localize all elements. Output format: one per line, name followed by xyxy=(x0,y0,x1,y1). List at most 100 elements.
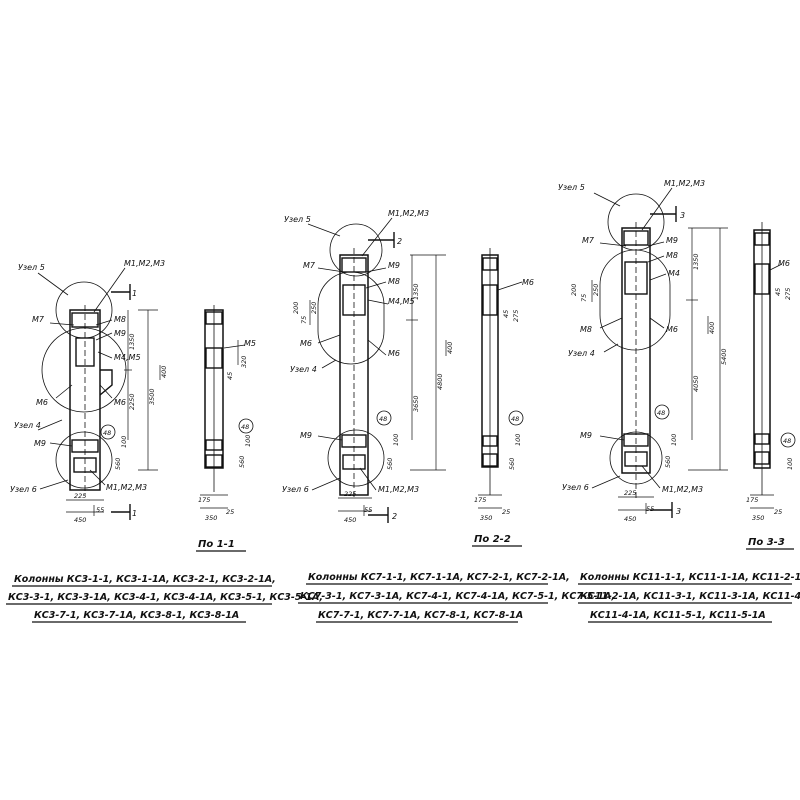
section-1-callout-48: 48 xyxy=(241,423,249,431)
label-m45: М4,М5 xyxy=(114,353,141,362)
node-6-circle xyxy=(55,431,113,489)
dim-250: 250 xyxy=(310,302,318,314)
section-3-dim-350: 350 xyxy=(752,514,764,522)
dim-55: 55 xyxy=(646,505,654,513)
dim-560: 560 xyxy=(664,456,672,468)
caption-3-line-2: КС11-2-1А, КС11-3-1, КС11-3-1А, КС11-4-1… xyxy=(580,591,800,602)
dim-225: 225 xyxy=(74,492,86,500)
section-1-title: По 1-1 xyxy=(198,539,235,550)
node-6-circle xyxy=(327,429,385,487)
section-1-label-m5: М5 xyxy=(244,339,256,348)
caption-2-line-2: КС7-3-1, КС7-3-1А, КС7-4-1, КС7-4-1А, КС… xyxy=(300,591,615,602)
dim-450: 450 xyxy=(624,515,636,523)
label-m6a: М6 xyxy=(300,339,312,348)
label-m7: М7 xyxy=(582,236,595,245)
dim-225: 225 xyxy=(624,489,636,497)
label-m9-bot: М9 xyxy=(34,439,46,448)
caption-group-3: Колонны КС11-1-1, КС11-1-1А, КС11-2-1, К… xyxy=(578,572,800,623)
label-m9-top: М9 xyxy=(666,236,678,245)
section-view-1-1: 48 М5 320 45 560 100 175 350 25 По 1-1 xyxy=(196,305,256,552)
section-1-dim-350: 350 xyxy=(205,514,217,522)
dim-55: 55 xyxy=(96,506,104,514)
top-embedded-plate xyxy=(71,312,99,328)
label-m123-top: М1,М2,М3 xyxy=(124,259,165,268)
caption-2-line-3: КС7-7-1, КС7-7-1А, КС7-8-1, КС7-8-1А xyxy=(318,610,523,621)
label-m6b: М6 xyxy=(114,398,126,407)
section-1-dim-320: 320 xyxy=(240,356,248,368)
label-node-4: Узел 4 xyxy=(568,349,595,358)
bracket-outline xyxy=(99,369,113,396)
dim-400: 400 xyxy=(160,366,168,378)
label-node-5: Узел 5 xyxy=(18,263,45,272)
callout-48: 48 xyxy=(376,410,392,426)
section-1-dim-100: 100 xyxy=(244,435,252,447)
label-m45: М4,М5 xyxy=(388,297,415,306)
dim-450: 450 xyxy=(74,516,86,524)
section-view-2-2: 48 М6 45 275 560 100 175 350 25 По 2-2 xyxy=(472,248,534,547)
label-m8b: М8 xyxy=(580,325,592,334)
label-sec-top: 3 xyxy=(680,211,685,220)
section-2-callout-48: 48 xyxy=(511,415,519,423)
dim-225: 225 xyxy=(344,490,356,498)
caption-2-line-1: Колонны КС7-1-1, КС7-1-1А, КС7-2-1, КС7-… xyxy=(308,572,570,583)
caption-1-line-3: КС3-7-1, КС3-7-1А, КС3-8-1, КС3-8-1А xyxy=(34,610,239,621)
label-m8: М8 xyxy=(388,277,400,286)
dim-100: 100 xyxy=(670,434,678,446)
dim-400: 400 xyxy=(446,342,454,354)
dim-4050: 4050 xyxy=(692,375,700,392)
label-sec-top: 2 xyxy=(397,237,402,246)
section-2-title: По 2-2 xyxy=(474,534,511,545)
dim-55: 55 xyxy=(364,506,372,514)
label-node-4: Узел 4 xyxy=(290,365,317,374)
section-1-dim-560: 560 xyxy=(238,456,246,468)
section-2-dim-100: 100 xyxy=(514,434,522,446)
label-m7: М7 xyxy=(32,315,45,324)
section-3-dim-25: 25 xyxy=(774,508,782,516)
caption-1-line-1: Колонны КС3-1-1, КС3-1-1А, КС3-2-1, КС3-… xyxy=(14,574,276,585)
label-m7: М7 xyxy=(303,261,316,270)
label-node-6: Узел 6 xyxy=(282,485,309,494)
section-2-dim-350: 350 xyxy=(480,514,492,522)
dim-200: 200 xyxy=(570,284,578,296)
label-m123-bot: М1,М2,М3 xyxy=(662,485,703,494)
callout-48: 48 xyxy=(654,404,670,420)
caption-group-2: Колонны КС7-1-1, КС7-1-1А, КС7-2-1, КС7-… xyxy=(298,572,615,623)
label-m6: М6 xyxy=(666,325,678,334)
dim-2250: 2250 xyxy=(128,393,136,410)
svg-text:48: 48 xyxy=(103,429,111,437)
section-3-title: По 3-3 xyxy=(748,537,785,548)
section-2-dim-45: 45 xyxy=(502,310,510,318)
svg-text:48: 48 xyxy=(657,409,665,417)
label-node-4: Узел 4 xyxy=(14,421,41,430)
base-plate xyxy=(73,457,97,473)
dim-560: 560 xyxy=(114,458,122,470)
caption-1-line-2: КС3-3-1, КС3-3-1А, КС3-4-1, КС3-4-1А, КС… xyxy=(8,592,323,603)
dim-5400: 5400 xyxy=(720,348,728,365)
dim-250: 250 xyxy=(592,284,600,296)
dim-1350: 1350 xyxy=(128,333,136,350)
node-6-circle xyxy=(609,431,663,485)
node-5-circle xyxy=(55,281,113,339)
label-sec-top: 1 xyxy=(132,289,137,298)
section-2-dim-175: 175 xyxy=(474,496,486,504)
section-2-dim-275: 275 xyxy=(512,310,520,322)
section-1-dim-25: 25 xyxy=(226,508,234,516)
dim-400: 400 xyxy=(708,322,716,334)
section-3-dim-100: 100 xyxy=(786,458,794,470)
dim-1350: 1350 xyxy=(692,253,700,270)
label-m123-bot: М1,М2,М3 xyxy=(106,483,147,492)
label-node-6: Узел 6 xyxy=(10,485,37,494)
label-m123-bot: М1,М2,М3 xyxy=(378,485,419,494)
section-3-dim-45: 45 xyxy=(774,288,782,296)
dim-75: 75 xyxy=(580,294,588,302)
label-m9-top: М9 xyxy=(388,261,400,270)
dim-75: 75 xyxy=(300,316,308,324)
caption-3-line-1: Колонны КС11-1-1, КС11-1-1А, КС11-2-1, xyxy=(580,572,800,583)
label-m8: М8 xyxy=(114,315,126,324)
label-m6a: М6 xyxy=(36,398,48,407)
section-1-dim-175: 175 xyxy=(198,496,210,504)
label-m123-top: М1,М2,М3 xyxy=(664,179,705,188)
section-view-3-3: 48 М6 45 275 100 175 350 25 По 3-3 xyxy=(746,222,796,550)
caption-group-1: Колонны КС3-1-1, КС3-1-1А, КС3-2-1, КС3-… xyxy=(6,574,323,623)
dim-100: 100 xyxy=(120,436,128,448)
